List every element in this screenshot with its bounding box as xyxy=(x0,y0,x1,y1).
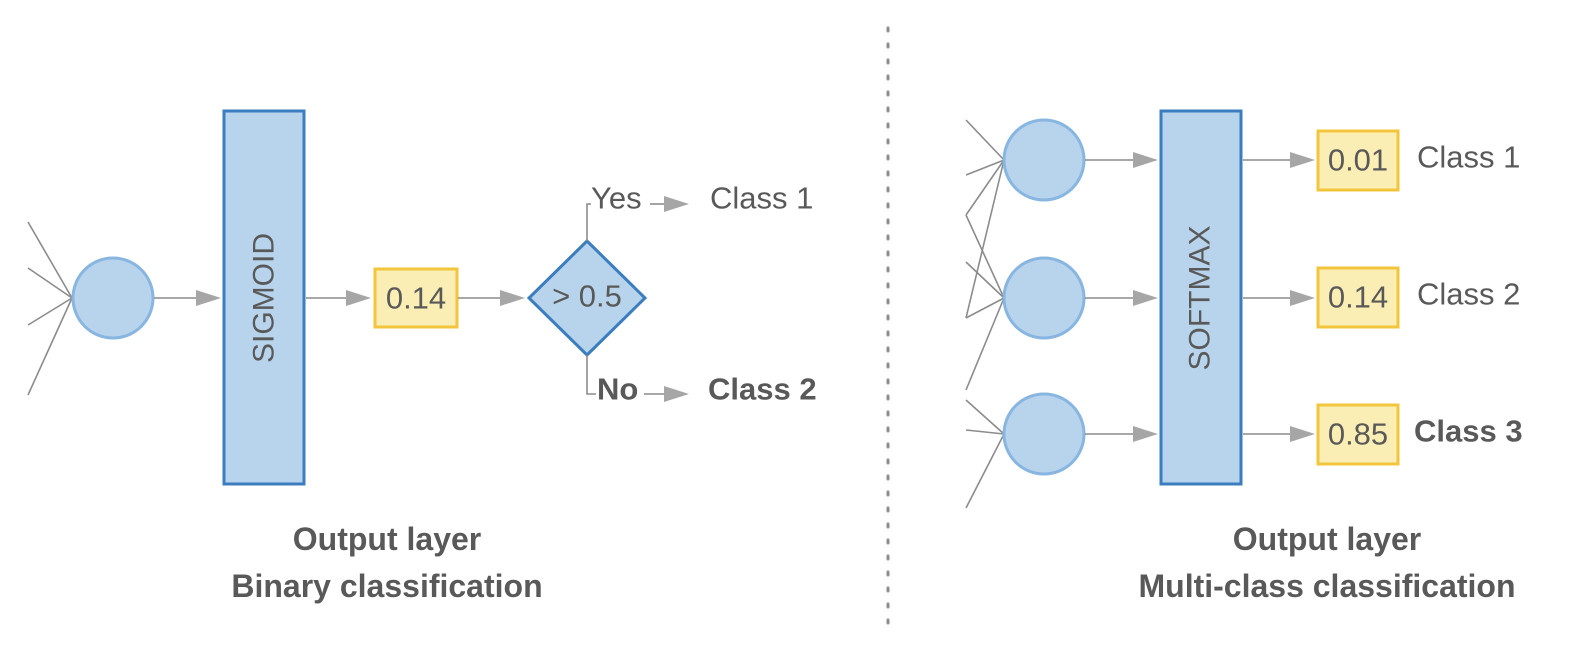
threshold-label: > 0.5 xyxy=(552,279,622,314)
arrow-neuron-to-sigmoid xyxy=(154,290,221,306)
softmax-block xyxy=(1159,109,1243,486)
yes-branch xyxy=(586,196,689,241)
no-branch xyxy=(586,355,689,402)
binary-caption-subtitle: Binary classification xyxy=(231,568,542,604)
sigmoid-label: SIGMOID xyxy=(248,233,281,363)
multiclass-neuron-3 xyxy=(1002,392,1086,476)
binary-output-neuron xyxy=(71,256,155,340)
multiclass-value-box-1 xyxy=(1316,129,1400,192)
multiclass-value-2: 0.14 xyxy=(1328,280,1388,315)
binary-input-lines xyxy=(27,221,73,396)
no-class-label: Class 2 xyxy=(708,372,817,407)
binary-output-value: 0.14 xyxy=(386,281,446,316)
sigmoid-block xyxy=(222,109,306,486)
multiclass-neuron-2 xyxy=(1002,256,1086,340)
multiclass-input-lines xyxy=(965,119,1005,509)
multiclass-class-label-1: Class 1 xyxy=(1417,140,1520,175)
arrow-value-to-decision xyxy=(458,290,525,306)
softmax-label: SOFTMAX xyxy=(1184,225,1217,370)
multiclass-value-box-2 xyxy=(1316,266,1400,329)
multiclass-class-label-3: Class 3 xyxy=(1414,414,1523,449)
binary-output-value-box xyxy=(373,267,459,329)
arrows-softmax-to-values xyxy=(1243,152,1315,442)
yes-label: Yes xyxy=(591,181,642,216)
arrows-neurons-to-softmax xyxy=(1085,152,1158,442)
multiclass-caption-subtitle: Multi-class classification xyxy=(1138,568,1515,604)
no-label: No xyxy=(597,372,638,407)
arrow-sigmoid-to-value xyxy=(306,290,371,306)
multiclass-caption-title: Output layer xyxy=(1233,521,1421,557)
binary-caption-title: Output layer xyxy=(293,521,481,557)
multiclass-class-label-2: Class 2 xyxy=(1417,277,1520,312)
multiclass-value-3: 0.85 xyxy=(1328,417,1388,452)
yes-class-label: Class 1 xyxy=(710,181,813,216)
multiclass-panel: SOFTMAX 0.01 Class 1 0.14 Class 2 0.85 C… xyxy=(965,109,1523,604)
multiclass-value-1: 0.01 xyxy=(1328,143,1388,178)
multiclass-neuron-1 xyxy=(1002,118,1086,202)
binary-panel: SIGMOID 0.14 > 0.5 Yes Class 1 No xyxy=(27,109,817,604)
multiclass-value-box-3 xyxy=(1316,403,1400,466)
